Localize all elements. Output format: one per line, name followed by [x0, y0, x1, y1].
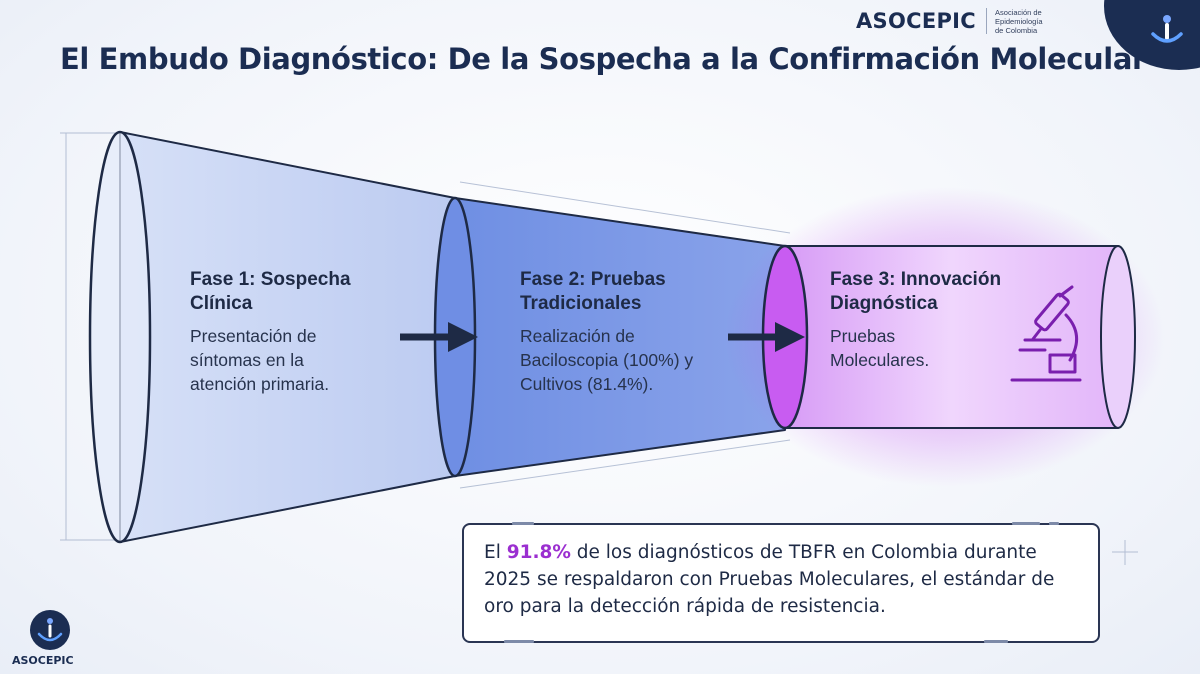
brand-name: ASOCEPIC: [856, 9, 977, 33]
callout-decoration: [504, 640, 534, 643]
callout-decoration: [984, 640, 1008, 643]
brand-logo: ASOCEPIC Asociación de Epidemiología de …: [856, 6, 1065, 36]
callout-highlight-percent: 91.8%: [506, 542, 571, 563]
phase-2-title: Fase 2: Pruebas Tradicionales: [520, 269, 666, 314]
brand-subtitle: Asociación de Epidemiología de Colombia: [995, 7, 1043, 35]
phase-3: Fase 3: Innovación Diagnóstica Pruebas M…: [830, 268, 1045, 372]
phase3-end: [1100, 245, 1136, 429]
phase-2: Fase 2: Pruebas Tradicionales Realizació…: [520, 268, 735, 396]
page-title: El Embudo Diagnóstico: De la Sospecha a …: [60, 42, 1146, 76]
footer-brand-name: ASOCEPIC: [12, 654, 74, 667]
phase-3-description: Pruebas Moleculares.: [830, 326, 930, 370]
asocepic-logo-icon: [1151, 15, 1183, 43]
callout-decoration: [1049, 522, 1059, 525]
arrow-right-icon: [728, 322, 805, 352]
phase-1-title: Fase 1: Sospecha Clínica: [190, 269, 351, 314]
arrow-right-icon: [400, 322, 478, 352]
callout-box: El 91.8% de los diagnósticos de TBFR en …: [462, 522, 1100, 643]
phase-3-title: Fase 3: Innovación Diagnóstica: [830, 269, 1002, 314]
phase1-opening: [88, 130, 152, 544]
footer-logo: [30, 610, 70, 650]
phase-1: Fase 1: Sospecha Clínica Presentación de…: [190, 268, 400, 396]
brand-divider: [986, 8, 988, 34]
microscope-icon: [1010, 285, 1082, 382]
callout-decoration: [512, 522, 534, 525]
callout-text: El 91.8% de los diagnósticos de TBFR en …: [484, 542, 1055, 617]
callout-decoration: [1012, 522, 1040, 525]
phase-1-description: Presentación de síntomas en la atención …: [190, 326, 330, 394]
phase-2-description: Realización de Baciloscopia (100%) y Cul…: [520, 326, 694, 394]
